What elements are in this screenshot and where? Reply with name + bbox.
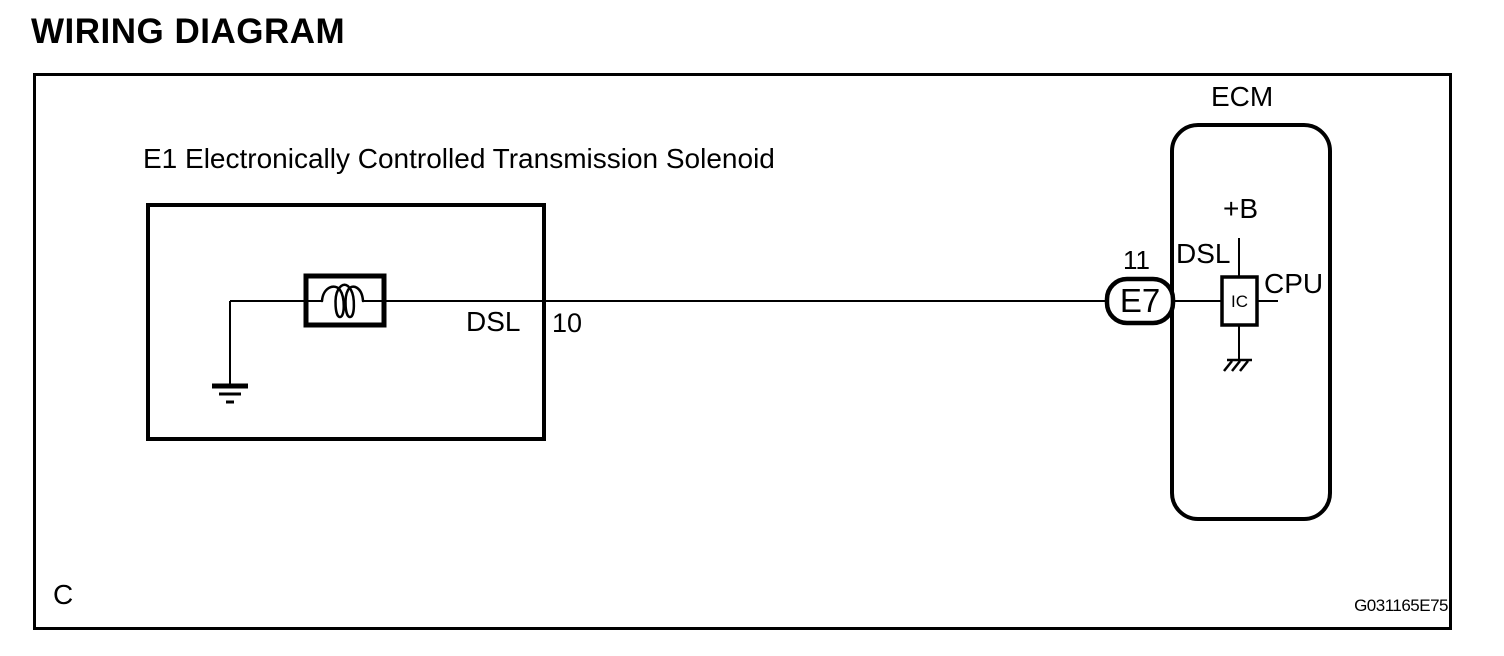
solenoid-coil-icon bbox=[303, 273, 387, 328]
connector-e7-label: E7 bbox=[1119, 282, 1161, 319]
diagram-frame bbox=[33, 73, 1452, 630]
chassis-ground-icon bbox=[1223, 358, 1252, 372]
ecm-signal-label: DSL bbox=[1176, 238, 1231, 269]
solenoid-pin-number: 10 bbox=[552, 308, 583, 338]
ic-block-box bbox=[1220, 275, 1259, 327]
earth-ground-icon bbox=[212, 383, 248, 404]
page-title: WIRING DIAGRAM bbox=[31, 12, 346, 51]
cpu-label: CPU bbox=[1264, 268, 1324, 299]
power-label: +B bbox=[1223, 193, 1259, 224]
solenoid-label: E1 Electronically Controlled Transmissio… bbox=[143, 143, 775, 174]
solenoid-component-box bbox=[146, 203, 546, 441]
connector-pin-number: 11 bbox=[1123, 245, 1150, 275]
figure-code: G031165E75 bbox=[1354, 596, 1448, 615]
connector-e7-oval bbox=[1104, 276, 1176, 326]
ic-label: IC bbox=[1231, 292, 1248, 311]
ecm-label: ECM bbox=[1211, 81, 1274, 112]
solenoid-signal-label: DSL bbox=[466, 306, 521, 337]
corner-label: C bbox=[53, 579, 74, 610]
